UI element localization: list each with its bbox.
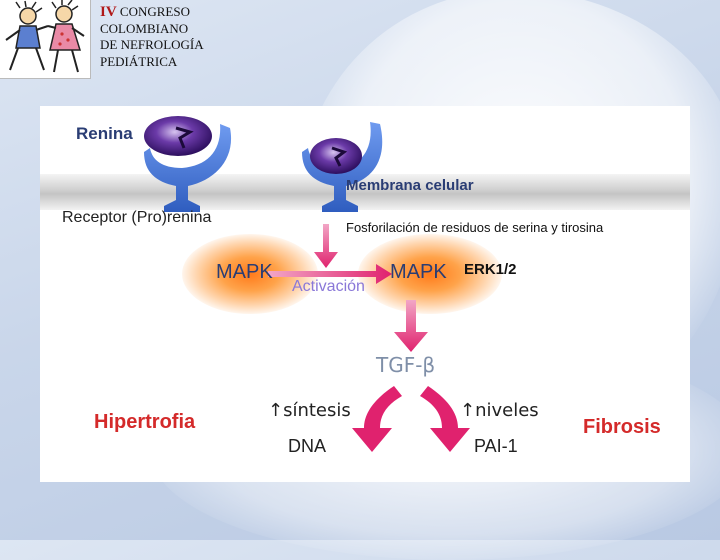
- congress-line-2: COLOMBIANO: [100, 20, 189, 36]
- mapk-left-label: MAPK: [216, 261, 273, 283]
- renin-receptor-diagram: Renina Membrana celular Receptor (Pro)re…: [40, 106, 690, 482]
- membrana-label: Membrana celular: [346, 177, 474, 194]
- renin-bound-icon: [310, 138, 362, 174]
- renin-icon: [144, 116, 212, 156]
- arrow-down-1-icon: [314, 224, 338, 268]
- arrow-activation-icon: [268, 264, 392, 284]
- tgf-beta-label: TGF-β: [376, 353, 436, 377]
- children-dancing-logo-icon: [5, 0, 85, 73]
- cell-membrane-band: [40, 174, 690, 210]
- congress-title: IV CONGRESO COLOMBIANO DE NEFROLOGÍA PED…: [100, 4, 204, 70]
- congress-line-1: CONGRESO: [119, 4, 190, 19]
- fibrosis-label: Fibrosis: [583, 416, 661, 438]
- sintesis-label: ↑síntesis: [268, 400, 351, 421]
- niveles-label: ↑niveles: [460, 400, 539, 421]
- congress-line-4: PEDIÁTRICA: [100, 53, 178, 69]
- hipertrofia-label: Hipertrofia: [94, 411, 196, 433]
- congress-line-3: DE NEFROLOGÍA: [100, 37, 204, 52]
- receptor-left-icon: [144, 124, 232, 212]
- mapk-right-label: MAPK: [390, 261, 447, 283]
- pai-label: PAI-1: [474, 436, 518, 456]
- erk-label: ERK1/2: [464, 261, 517, 278]
- receptor-with-renin: [144, 116, 232, 212]
- congress-logo: [0, 0, 91, 79]
- dna-label: DNA: [288, 436, 327, 456]
- activacion-label: Activación: [292, 278, 365, 295]
- diagram-graphics: [144, 116, 470, 452]
- congress-number: IV: [100, 4, 117, 20]
- receptor-right: [302, 122, 383, 212]
- renina-label: Renina: [76, 124, 133, 143]
- arrow-curve-right-icon: [420, 386, 470, 452]
- receptor-label: Receptor (Pro)renina: [62, 209, 212, 226]
- arrow-down-2-icon: [394, 300, 428, 352]
- fosforilacion-label: Fosforilación de residuos de serina y ti…: [346, 220, 604, 235]
- arrow-curve-left-icon: [352, 386, 402, 452]
